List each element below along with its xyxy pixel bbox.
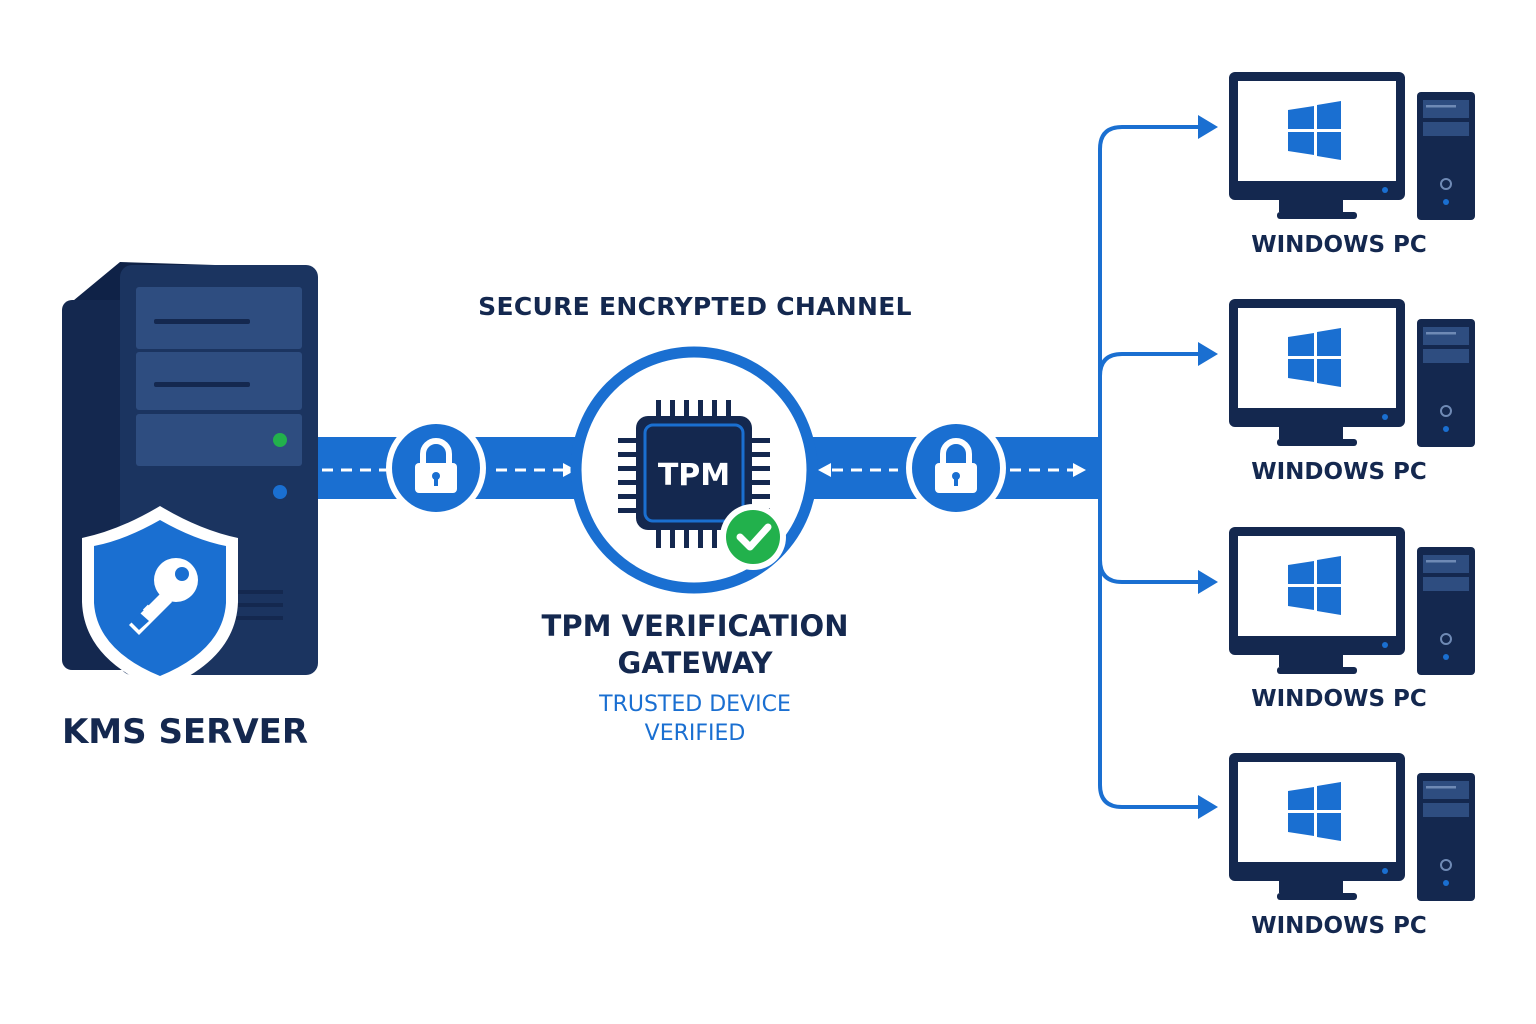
arrow-right-icon <box>1198 115 1218 139</box>
check-badge-icon <box>720 504 786 570</box>
status-led-green-icon <box>273 433 287 447</box>
gateway-subtitle-line2: VERIFIED <box>644 721 746 746</box>
windows-pc-icon <box>1228 526 1476 676</box>
lock-icon <box>906 418 1006 518</box>
arrow-right-icon <box>563 463 576 477</box>
distribution-connectors <box>1098 125 1198 809</box>
windows-pc-icon <box>1228 71 1476 221</box>
arrow-right-icon <box>1198 795 1218 819</box>
gateway-title: TPM VERIFICATION GATEWAY <box>520 608 870 682</box>
tpm-chip-label: TPM <box>658 458 730 493</box>
arrow-left-icon <box>818 463 831 477</box>
gateway-subtitle: TRUSTED DEVICE VERIFIED <box>540 690 850 748</box>
arrow-right-icon <box>1073 463 1086 477</box>
windows-pc-icon <box>1228 298 1476 448</box>
shield-key-icon <box>82 506 238 690</box>
tpm-gateway-icon: TPM <box>570 346 818 594</box>
arrow-right-icon <box>1198 570 1218 594</box>
kms-server-label: KMS SERVER <box>61 712 309 752</box>
windows-pc-label: WINDOWS PC <box>1251 686 1427 712</box>
status-led-blue-icon <box>273 485 287 499</box>
lock-icon <box>386 418 486 518</box>
windows-pc-label: WINDOWS PC <box>1251 913 1427 939</box>
gateway-title-line1: TPM VERIFICATION <box>541 609 849 643</box>
windows-pc-label: WINDOWS PC <box>1251 459 1427 485</box>
channel-label: SECURE ENCRYPTED CHANNEL <box>478 292 912 321</box>
windows-pc-label: WINDOWS PC <box>1251 232 1427 258</box>
windows-pc-icon <box>1228 752 1476 902</box>
gateway-title-line2: GATEWAY <box>617 646 773 680</box>
gateway-subtitle-line1: TRUSTED DEVICE <box>599 692 791 717</box>
arrow-right-icon <box>1198 342 1218 366</box>
